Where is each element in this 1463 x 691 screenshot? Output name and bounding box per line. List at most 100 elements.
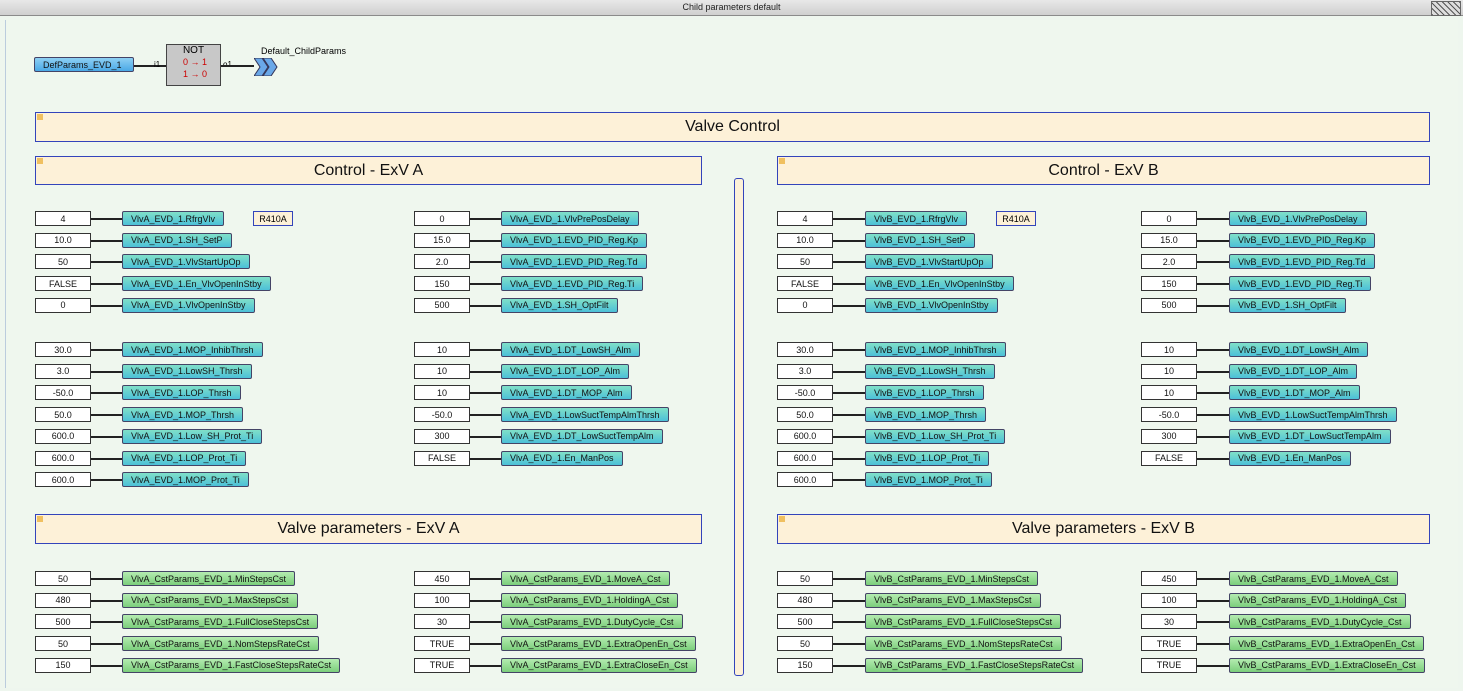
variable-block[interactable]: VlvB_EVD_1.DT_LowSuctTempAlm — [1229, 428, 1391, 444]
variable-block[interactable]: VlvB_EVD_1.EVD_PID_Reg.Td — [1229, 254, 1375, 270]
variable-block[interactable]: VlvB_EVD_1.MOP_Prot_Ti — [865, 472, 992, 488]
constant-value[interactable]: 3.0 — [777, 363, 833, 379]
constant-value[interactable]: 100 — [414, 592, 470, 608]
variable-block[interactable]: VlvA_EVD_1.EVD_PID_Reg.Kp — [501, 232, 648, 248]
constant-value[interactable]: 100 — [1141, 592, 1197, 608]
variable-block[interactable]: VlvA_CstParams_EVD_1.NomStepsRateCst — [122, 636, 319, 652]
variable-block[interactable]: VlvB_EVD_1.EVD_PID_Reg.Ti — [1229, 276, 1372, 292]
constant-value[interactable]: 10 — [1141, 363, 1197, 379]
variable-block[interactable]: VlvA_EVD_1.SH_OptFilt — [501, 297, 618, 313]
constant-value[interactable]: 30 — [414, 614, 470, 630]
variable-block[interactable]: VlvA_CstParams_EVD_1.MoveA_Cst — [501, 571, 670, 586]
variable-block[interactable]: VlvA_EVD_1.EVD_PID_Reg.Ti — [501, 276, 644, 292]
constant-value[interactable]: 150 — [1141, 276, 1197, 292]
variable-block[interactable]: VlvB_CstParams_EVD_1.NomStepsRateCst — [865, 636, 1062, 652]
variable-block[interactable]: VlvA_EVD_1.VlvOpenInStby — [122, 297, 255, 313]
constant-value[interactable]: 600.0 — [35, 472, 91, 488]
constant-value[interactable]: 10 — [414, 363, 470, 379]
not-function-block[interactable]: NOT 0 → 1 1 → 0 — [166, 44, 221, 86]
constant-value[interactable]: 15.0 — [1141, 232, 1197, 248]
constant-value[interactable]: 150 — [414, 276, 470, 292]
variable-block[interactable]: VlvA_EVD_1.EVD_PID_Reg.Td — [501, 254, 647, 270]
variable-block[interactable]: VlvA_EVD_1.MOP_InhibThrsh — [122, 342, 263, 357]
constant-value[interactable]: 3.0 — [35, 363, 91, 379]
constant-value[interactable]: 50 — [777, 636, 833, 652]
variable-block[interactable]: VlvB_EVD_1.LOP_Prot_Ti — [865, 450, 990, 466]
constant-value[interactable]: 480 — [35, 592, 91, 608]
variable-block[interactable]: VlvA_EVD_1.LowSH_Thrsh — [122, 363, 252, 379]
variable-block[interactable]: VlvB_EVD_1.En_ManPos — [1229, 450, 1351, 466]
variable-block[interactable]: VlvA_EVD_1.SH_SetP — [122, 232, 232, 248]
constant-value[interactable]: 150 — [35, 657, 91, 673]
constant-value[interactable]: 50 — [35, 571, 91, 586]
variable-block[interactable]: VlvB_EVD_1.VlvStartUpOp — [865, 254, 993, 270]
constant-value[interactable]: -50.0 — [414, 407, 470, 423]
variable-block[interactable]: VlvB_EVD_1.DT_LowSH_Alm — [1229, 342, 1369, 357]
variable-block[interactable]: VlvA_EVD_1.Low_SH_Prot_Ti — [122, 428, 263, 444]
constant-value[interactable]: 600.0 — [777, 472, 833, 488]
constant-value[interactable]: 150 — [777, 657, 833, 673]
variable-block[interactable]: VlvA_CstParams_EVD_1.MinStepsCst — [122, 571, 296, 586]
variable-block[interactable]: VlvB_EVD_1.Low_SH_Prot_Ti — [865, 428, 1006, 444]
constant-value[interactable]: 10 — [414, 385, 470, 401]
constant-value[interactable]: 10 — [1141, 385, 1197, 401]
constant-value[interactable]: 600.0 — [35, 450, 91, 466]
variable-block[interactable]: VlvB_EVD_1.SH_OptFilt — [1229, 297, 1346, 313]
constant-value[interactable]: 50 — [777, 571, 833, 586]
variable-block[interactable]: VlvB_CstParams_EVD_1.DutyCycle_Cst — [1229, 614, 1411, 630]
variable-block[interactable]: VlvB_EVD_1.DT_LOP_Alm — [1229, 363, 1358, 379]
variable-block[interactable]: VlvB_CstParams_EVD_1.ExtraOpenEn_Cst — [1229, 636, 1424, 652]
constant-value[interactable]: 30 — [1141, 614, 1197, 630]
constant-value[interactable]: 4 — [777, 211, 833, 226]
variable-block[interactable]: VlvA_EVD_1.VlvStartUpOp — [122, 254, 250, 270]
variable-block[interactable]: VlvB_EVD_1.En_VlvOpenInStby — [865, 276, 1014, 292]
constant-value[interactable]: 0 — [35, 297, 91, 313]
constant-value[interactable]: TRUE — [414, 636, 470, 652]
constant-value[interactable]: 500 — [414, 297, 470, 313]
variable-block[interactable]: VlvA_EVD_1.DT_LOP_Alm — [501, 363, 630, 379]
variable-block[interactable]: VlvA_EVD_1.LOP_Prot_Ti — [122, 450, 247, 466]
constant-value[interactable]: 300 — [414, 428, 470, 444]
constant-value[interactable]: 10.0 — [35, 232, 91, 248]
constant-value[interactable]: 30.0 — [35, 342, 91, 357]
constant-value[interactable]: 500 — [35, 614, 91, 630]
variable-block[interactable]: VlvA_CstParams_EVD_1.FastCloseStepsRateC… — [122, 657, 341, 673]
variable-block[interactable]: VlvA_EVD_1.En_VlvOpenInStby — [122, 276, 271, 292]
variable-block[interactable]: VlvA_CstParams_EVD_1.MaxStepsCst — [122, 592, 298, 608]
constant-value[interactable]: TRUE — [1141, 657, 1197, 673]
variable-block[interactable]: VlvA_CstParams_EVD_1.ExtraCloseEn_Cst — [501, 657, 697, 673]
variable-block[interactable]: VlvB_CstParams_EVD_1.ExtraCloseEn_Cst — [1229, 657, 1425, 673]
constant-value[interactable]: 600.0 — [35, 428, 91, 444]
variable-block[interactable]: VlvB_EVD_1.RfrgVlv — [865, 211, 968, 226]
variable-block[interactable]: VlvB_CstParams_EVD_1.MinStepsCst — [865, 571, 1039, 586]
constant-value[interactable]: 10 — [1141, 342, 1197, 357]
constant-value[interactable]: 50.0 — [777, 407, 833, 423]
variable-block[interactable]: VlvA_EVD_1.LowSuctTempAlmThrsh — [501, 407, 669, 423]
constant-value[interactable]: 10 — [414, 342, 470, 357]
constant-value[interactable]: 300 — [1141, 428, 1197, 444]
variable-block[interactable]: VlvB_EVD_1.VlvOpenInStby — [865, 297, 998, 313]
constant-value[interactable]: 15.0 — [414, 232, 470, 248]
constant-value[interactable]: 4 — [35, 211, 91, 226]
constant-value[interactable]: 480 — [777, 592, 833, 608]
constant-value[interactable]: 50 — [777, 254, 833, 270]
constant-value[interactable]: 500 — [777, 614, 833, 630]
input-variable[interactable]: DefParams_EVD_1 — [34, 57, 134, 72]
variable-block[interactable]: VlvB_CstParams_EVD_1.FullCloseStepsCst — [865, 614, 1062, 630]
constant-value[interactable]: TRUE — [1141, 636, 1197, 652]
constant-value[interactable]: 50 — [35, 636, 91, 652]
constant-value[interactable]: FALSE — [35, 276, 91, 292]
variable-block[interactable]: VlvA_EVD_1.VlvPrePosDelay — [501, 211, 639, 226]
variable-block[interactable]: VlvB_EVD_1.SH_SetP — [865, 232, 975, 248]
constant-value[interactable]: 600.0 — [777, 450, 833, 466]
variable-block[interactable]: VlvB_EVD_1.MOP_Thrsh — [865, 407, 987, 423]
variable-block[interactable]: VlvA_CstParams_EVD_1.ExtraOpenEn_Cst — [501, 636, 696, 652]
variable-block[interactable]: VlvA_EVD_1.RfrgVlv — [122, 211, 225, 226]
variable-block[interactable]: VlvB_CstParams_EVD_1.MaxStepsCst — [865, 592, 1041, 608]
variable-block[interactable]: VlvA_EVD_1.DT_LowSH_Alm — [501, 342, 641, 357]
constant-value[interactable]: 50 — [35, 254, 91, 270]
constant-value[interactable]: -50.0 — [1141, 407, 1197, 423]
variable-block[interactable]: VlvA_CstParams_EVD_1.HoldingA_Cst — [501, 592, 679, 608]
constant-value[interactable]: 0 — [777, 297, 833, 313]
variable-block[interactable]: VlvB_CstParams_EVD_1.HoldingA_Cst — [1229, 592, 1407, 608]
